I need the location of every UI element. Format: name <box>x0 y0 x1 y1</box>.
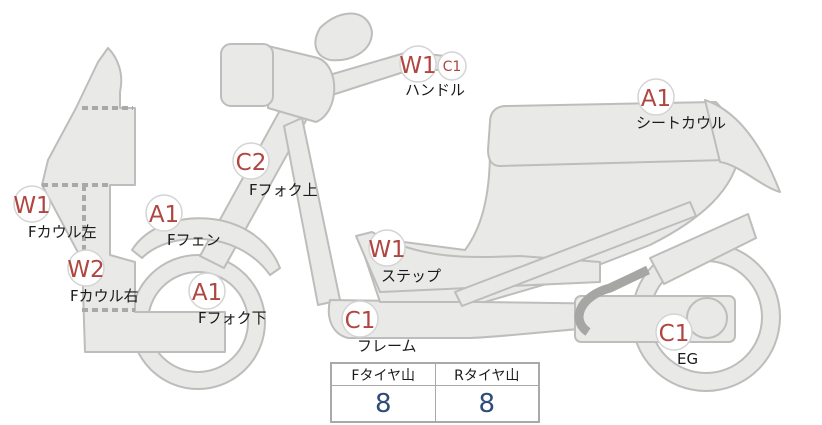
frame-callout: C1 フレーム <box>341 300 417 355</box>
engine-grade: C1 <box>659 321 690 347</box>
rear-hub <box>686 297 728 339</box>
seat-cowl-label: シートカウル <box>636 114 726 132</box>
engine-label: EG <box>677 350 698 368</box>
handle-label: ハンドル <box>405 81 465 99</box>
rear-shock <box>649 213 757 285</box>
rear-tread-header: Rタイヤ山 <box>434 362 540 386</box>
handle-grade: W1 <box>399 53 436 79</box>
step-grade: W1 <box>368 237 405 263</box>
engine-callout: C1 EG <box>655 313 698 368</box>
tire-tread-table: Fタイヤ山 Rタイヤ山 8 8 <box>330 362 540 423</box>
cowl-left-grade: W1 <box>13 193 50 219</box>
step-label: ステップ <box>381 267 441 285</box>
seat-cowl-callout: A1 シートカウル <box>636 78 726 132</box>
fork-lower-callout: A1 Fフォク下 <box>188 272 267 327</box>
fork-upper-grade: C2 <box>236 150 267 176</box>
tread-header-row: Fタイヤ山 Rタイヤ山 <box>330 362 540 386</box>
swing-arm <box>454 201 697 307</box>
cowl-left-label: Fカウル左 <box>28 223 97 241</box>
cowl-left-callout: W1 Fカウル左 <box>13 185 97 241</box>
fender-callout: A1 Fフェン <box>145 194 221 249</box>
fork-lower-grade: A1 <box>192 280 222 306</box>
handle-grade-secondary: C1 <box>443 59 462 75</box>
frame-grade: C1 <box>345 308 376 334</box>
cowl-right-label: Fカウル右 <box>70 287 139 305</box>
headlamp <box>220 43 274 107</box>
cowl-right-grade: W2 <box>67 257 104 283</box>
front-tread-value: 8 <box>330 385 436 423</box>
frame-downtube <box>283 117 341 306</box>
rear-tread-value: 8 <box>434 385 540 423</box>
fender-grade: A1 <box>149 202 179 228</box>
cowl-right-callout: W2 Fカウル右 <box>67 249 139 305</box>
fork-lower-label: Fフォク下 <box>198 309 267 327</box>
fender-label: Fフェン <box>167 231 221 249</box>
headlamp-housing <box>267 45 336 123</box>
exhaust <box>574 265 650 336</box>
seat-cowl-grade: A1 <box>641 86 671 112</box>
tread-value-row: 8 8 <box>330 385 540 423</box>
fork-upper-callout: C2 Fフォク上 <box>232 142 318 199</box>
frame-label: フレーム <box>357 337 417 355</box>
cowl-seams <box>42 106 135 312</box>
seat-cowl-tail <box>704 99 781 193</box>
front-tread-header: Fタイヤ山 <box>330 362 436 386</box>
step-callout: W1 ステップ <box>368 229 441 285</box>
mirror <box>314 12 373 62</box>
fork-upper-label: Fフォク上 <box>249 181 318 199</box>
handle-callout: W1 C1 ハンドル <box>399 45 467 99</box>
